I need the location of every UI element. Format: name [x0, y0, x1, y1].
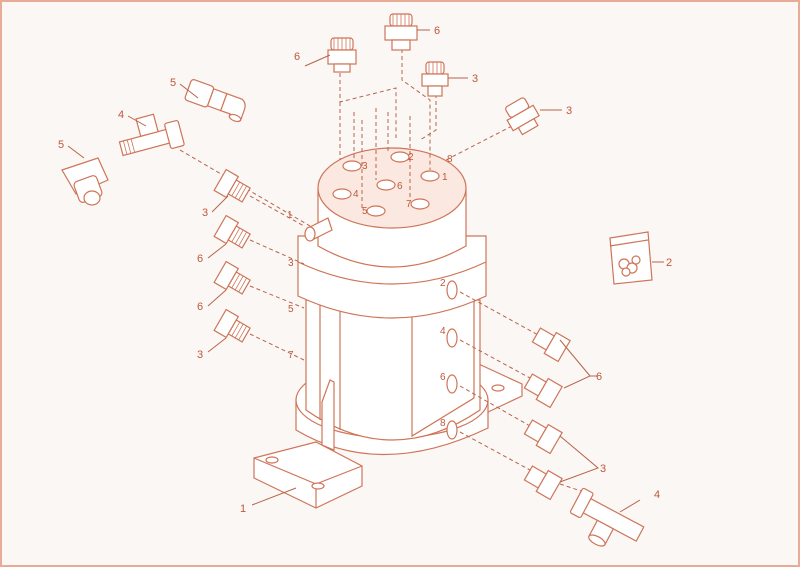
fitting-3-right — [523, 419, 563, 455]
fitting-3-left — [213, 168, 251, 203]
left-port-label: 1 — [287, 210, 293, 221]
callout-label: 6 — [197, 301, 203, 313]
fitting-6-right — [531, 327, 571, 363]
fitting-6-top-left — [327, 37, 357, 73]
fitting-3-right — [523, 465, 563, 501]
callout-label: 5 — [58, 139, 64, 151]
fitting-6-left — [213, 214, 251, 249]
callout-label: 3 — [472, 73, 478, 85]
assembly-lines — [179, 42, 591, 495]
fitting-3-left — [213, 308, 251, 343]
side-port-label: 8 — [440, 418, 446, 429]
callout-label: 4 — [654, 489, 660, 501]
callout-label: 3 — [202, 207, 208, 219]
fitting-6-right — [523, 373, 563, 409]
left-port-label: 7 — [288, 350, 294, 361]
fitting-6-top — [384, 13, 418, 51]
top-port-label: 1 — [442, 172, 448, 183]
tee-fitting-upper — [118, 113, 185, 157]
callout-label: 1 — [240, 503, 246, 515]
top-port-label: 6 — [397, 181, 403, 192]
side-port-label: 4 — [440, 326, 446, 337]
callout-label: 6 — [294, 51, 300, 63]
callout-label: 3 — [600, 463, 606, 475]
top-port-label: 3 — [362, 161, 368, 172]
callout-label: 6 — [596, 371, 602, 383]
top-port-label: 4 — [353, 189, 359, 200]
top-port-label: 2 — [408, 152, 414, 163]
left-port-label: 5 — [288, 304, 294, 315]
leader-lines — [67, 29, 664, 513]
elbow-fitting-upper — [184, 79, 246, 123]
side-port-label: 2 — [440, 278, 446, 289]
fitting-6-left — [213, 260, 251, 295]
callout-label: 6 — [434, 25, 440, 37]
left-port-label: 3 — [288, 258, 294, 269]
callout-label: 2 — [666, 257, 672, 269]
seal-kit-bag — [609, 231, 653, 285]
callout-label: 3 — [566, 105, 572, 117]
main-housing — [253, 147, 523, 509]
callout-label: 4 — [118, 109, 124, 121]
elbow-fitting-lower — [61, 157, 109, 206]
callout-label: 5 — [170, 77, 176, 89]
top-right-port-label: 8 — [447, 154, 453, 165]
top-port-label: 7 — [406, 199, 412, 210]
side-port-label: 6 — [440, 372, 446, 383]
fitting-3-top-right — [505, 97, 540, 136]
top-port-label: 5 — [362, 206, 368, 217]
callout-label: 6 — [197, 253, 203, 265]
callout-label: 3 — [197, 349, 203, 361]
tee-fitting-lower — [569, 487, 645, 547]
fitting-3-top — [421, 61, 449, 97]
